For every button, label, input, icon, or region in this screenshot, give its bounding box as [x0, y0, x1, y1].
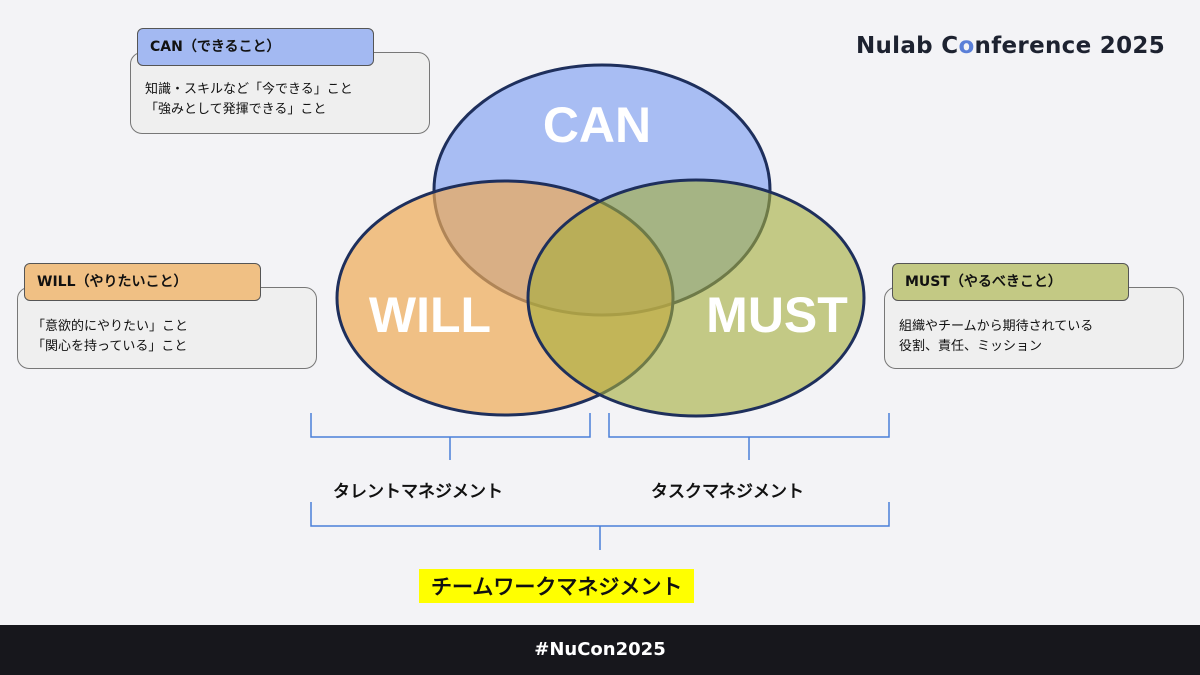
can-tag: CAN（できること）: [137, 28, 374, 66]
will-tag: WILL（やりたいこと）: [24, 263, 261, 301]
must-tag: MUST（やるべきこと）: [892, 263, 1129, 301]
circle-label-can: CAN: [543, 97, 651, 153]
footer-hashtag: #NuCon2025: [0, 625, 1200, 675]
conference-logo: Nulab Conference 2025: [855, 33, 1165, 59]
talent-management-label: タレントマネジメント: [333, 482, 503, 502]
brackets: [310, 413, 890, 550]
teamwork-management-label: チームワークマネジメント: [419, 569, 695, 603]
task-management-label: タスクマネジメント: [651, 482, 804, 502]
circle-must: [526, 178, 866, 418]
circle-label-must: MUST: [706, 287, 848, 343]
circle-label-will: WILL: [369, 287, 491, 343]
